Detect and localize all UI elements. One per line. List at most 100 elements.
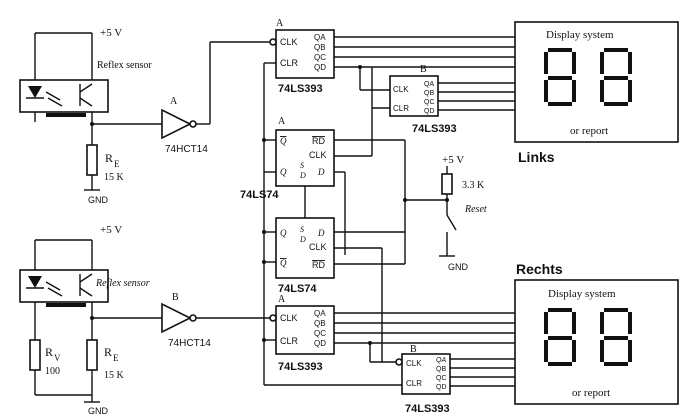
counter-bottom-a-clk: CLK — [280, 313, 298, 323]
bottom-re-value: 15 K — [104, 370, 125, 381]
bottom-sensor-section: +5 V Reflex sensor R V 100 R E 15 K GND — [19, 224, 162, 416]
counter-top-a-qb: QB — [314, 43, 326, 52]
counter-top-b-tag: B — [420, 64, 427, 75]
counter-bottom-a-clr: CLR — [280, 336, 299, 346]
flipflop-b-d: D — [299, 235, 306, 244]
bottom-resistor-re — [86, 339, 98, 371]
counter-bottom-a-part: 74LS393 — [278, 361, 323, 373]
top-sensor-label: Reflex sensor — [97, 60, 152, 71]
display-rechts: Display system or report — [514, 279, 679, 405]
display-rechts-title: Display system — [548, 288, 616, 300]
counter-bottom-b-qb: QB — [436, 366, 446, 373]
counter-top-b-qb: QB — [424, 90, 434, 97]
counter-bottom-a: A CLK CLR QA QB QC QD 74LS393 — [269, 294, 335, 373]
bottom-supply-label: +5 V — [100, 224, 122, 236]
bottom-rv-name: R — [45, 345, 53, 359]
flipflop-b: Q Q S D D CLK RD 74LS74 — [275, 217, 335, 295]
counter-top-b-qa: QA — [424, 81, 434, 88]
flipflop-b-s: S — [300, 225, 304, 234]
counter-bottom-b-clr: CLR — [406, 379, 422, 388]
bottom-inverter-part: 74HCT14 — [168, 338, 211, 349]
counter-top-a-qc: QC — [314, 53, 326, 62]
display-links: Display system or report — [514, 21, 679, 143]
top-re-value: 15 K — [104, 172, 125, 183]
flipflop-b-part: 74LS74 — [278, 283, 317, 295]
counter-bottom-b-qc: QC — [436, 375, 447, 382]
bottom-ground-label: GND — [88, 406, 109, 416]
bottom-re-sub: E — [113, 353, 119, 363]
flipflop-a: A Q Q S D RD CLK D 74LS74 — [240, 116, 335, 201]
top-inverter-part: 74HCT14 — [165, 144, 208, 155]
flipflop-a-q: Q — [280, 167, 287, 177]
counter-top-b: B CLK CLR QA QB QC QD 74LS393 — [389, 64, 457, 135]
flipflop-a-s: S — [300, 161, 304, 170]
counter-bottom-b: B CLK CLR QA QB QC QD 74LS393 — [395, 344, 451, 415]
top-inverter: A 74HCT14 — [161, 41, 270, 155]
display-links-digits-icon — [544, 48, 632, 106]
reset-circuit: +5 V 3.3 K Reset GND — [439, 154, 487, 272]
flipflop-b-rd: RD — [312, 260, 325, 270]
flipflop-b-q: Q — [280, 228, 287, 238]
counter-bottom-b-qa: QA — [436, 357, 446, 364]
top-resistor-re — [86, 144, 98, 176]
counter-bottom-a-qd: QD — [314, 339, 326, 348]
bottom-resistor-rv — [29, 339, 41, 371]
reset-supply-label: +5 V — [442, 154, 464, 166]
flipflop-a-qbar: Q — [280, 136, 287, 146]
links-label: Links — [518, 149, 555, 165]
counter-top-a: A CLK CLR QA QB QC QD 74LS393 — [269, 18, 335, 95]
flipflop-a-dinput: D — [317, 167, 325, 177]
top-re-name: R — [105, 151, 113, 165]
counter-top-b-qd: QD — [424, 108, 435, 115]
bottom-sensor-led-icon — [28, 276, 42, 288]
top-re-sub: E — [114, 159, 120, 169]
counter-top-a-clk: CLK — [280, 37, 298, 47]
bottom-inverter-tag: B — [172, 292, 179, 303]
bottom-sensor-label: Reflex sensor — [95, 278, 150, 289]
counter-top-a-part: 74LS393 — [278, 83, 323, 95]
flipflop-a-d: D — [299, 171, 306, 180]
bottom-reflex-sensor — [19, 269, 109, 303]
flipflop-a-part: 74LS74 — [240, 189, 279, 201]
flipflop-b-clk: CLK — [309, 242, 327, 252]
flipflop-a-rd: RD — [312, 136, 325, 146]
reset-label: Reset — [464, 204, 487, 215]
reset-switch — [446, 214, 457, 231]
counter-top-b-part: 74LS393 — [412, 123, 457, 135]
display-rechts-footer: or report — [572, 387, 610, 399]
reset-resistor — [441, 173, 453, 195]
top-reflex-sensor — [19, 79, 109, 113]
counter-bottom-b-part: 74LS393 — [405, 403, 450, 415]
top-sensor-led-icon — [28, 86, 42, 98]
display-rechts-digits-icon — [544, 308, 632, 366]
counter-top-a-qa: QA — [314, 33, 326, 42]
reset-ground-label: GND — [448, 262, 469, 272]
rechts-label: Rechts — [516, 261, 563, 277]
counter-bottom-a-qb: QB — [314, 319, 326, 328]
flipflop-a-tag: A — [278, 116, 286, 127]
bottom-re-name: R — [104, 345, 112, 359]
counter-top-b-clk: CLK — [393, 85, 409, 94]
bottom-rv-sub: V — [54, 353, 61, 363]
display-links-footer: or report — [570, 125, 608, 137]
top-inverter-tag: A — [170, 96, 178, 107]
counter-bottom-b-tag: B — [410, 344, 417, 355]
counter-top-a-qd: QD — [314, 63, 326, 72]
bottom-inverter: B 74HCT14 — [161, 292, 270, 349]
flipflop-b-dinput: D — [317, 228, 325, 238]
counter-bottom-a-qc: QC — [314, 329, 326, 338]
top-sensor-section: +5 V Reflex sensor R E 15 K GND — [19, 27, 162, 205]
bottom-rv-value: 100 — [45, 366, 60, 377]
counter-bottom-a-tag: A — [278, 294, 286, 305]
counter-bottom-b-clk: CLK — [406, 359, 422, 368]
counter-bottom-a-qa: QA — [314, 309, 326, 318]
flipflop-b-qbar: Q — [280, 258, 287, 268]
counter-top-b-clr: CLR — [393, 104, 409, 113]
counter-top-a-clr: CLR — [280, 58, 299, 68]
counter-bottom-b-qd: QD — [436, 384, 447, 391]
top-ground-label: GND — [88, 195, 109, 205]
display-links-title: Display system — [546, 29, 614, 41]
top-supply-label: +5 V — [100, 27, 122, 39]
counter-top-a-tag: A — [276, 18, 284, 29]
